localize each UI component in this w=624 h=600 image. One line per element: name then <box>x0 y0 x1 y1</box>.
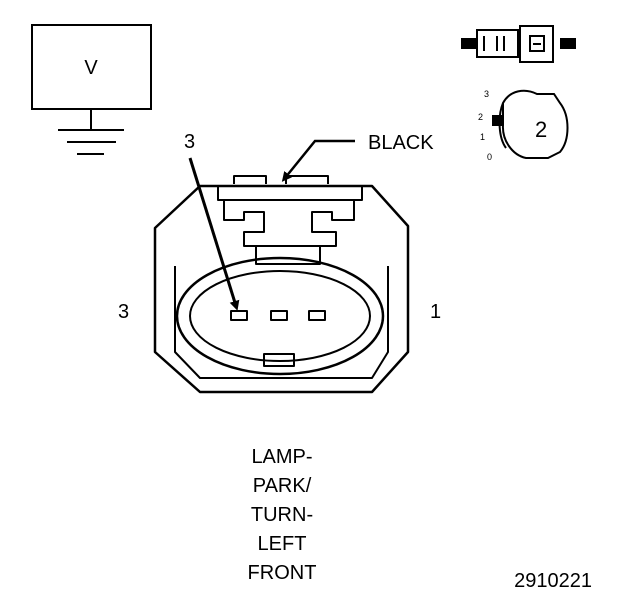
component-name-line: PARK/ <box>253 475 312 497</box>
component-name-line: LEFT <box>258 533 307 555</box>
inset-scale-1: 1 <box>480 132 485 142</box>
voltmeter-label: V <box>84 57 98 79</box>
connector-latch-center <box>255 246 321 265</box>
terminal-cavity-outer <box>175 256 385 376</box>
component-name: LAMP- PARK/ TURN- LEFT FRONT <box>248 446 317 584</box>
component-name-line: TURN- <box>251 504 313 526</box>
connector-inner-shroud <box>174 266 389 379</box>
ground-icon <box>58 129 124 155</box>
connector-lock-top <box>233 175 329 184</box>
component-name-line: LAMP- <box>251 446 312 468</box>
component-name-line: FRONT <box>248 562 317 584</box>
color-leader-line <box>281 139 355 182</box>
pin-callout-number: 3 <box>184 131 195 153</box>
voltmeter-symbol: V <box>31 24 152 155</box>
connector-face <box>153 175 410 394</box>
inset-numeral: 2 <box>535 117 547 142</box>
connector-locking-tab <box>217 186 363 201</box>
inset-scale-2: 2 <box>478 112 483 122</box>
terminal-cavity-inner <box>189 270 371 362</box>
pin-label-right: 1 <box>430 301 441 323</box>
pin-label-left: 3 <box>118 301 129 323</box>
connector-key-notch <box>263 353 295 367</box>
inset-scale-3: 3 <box>484 89 489 99</box>
mating-connector-icon <box>461 25 576 63</box>
terminal-pin-3 <box>230 310 248 321</box>
pin-callout-arrow <box>188 157 240 311</box>
figure-id: 2910221 <box>514 570 592 592</box>
test-position-icon <box>492 89 569 159</box>
terminal-pin-1 <box>308 310 326 321</box>
connector-latch <box>223 200 355 247</box>
terminal-pin-2 <box>270 310 288 321</box>
connector-color-label: BLACK <box>368 132 434 154</box>
inset-scale-0: 0 <box>487 152 492 162</box>
connector-body-outline <box>153 184 410 394</box>
